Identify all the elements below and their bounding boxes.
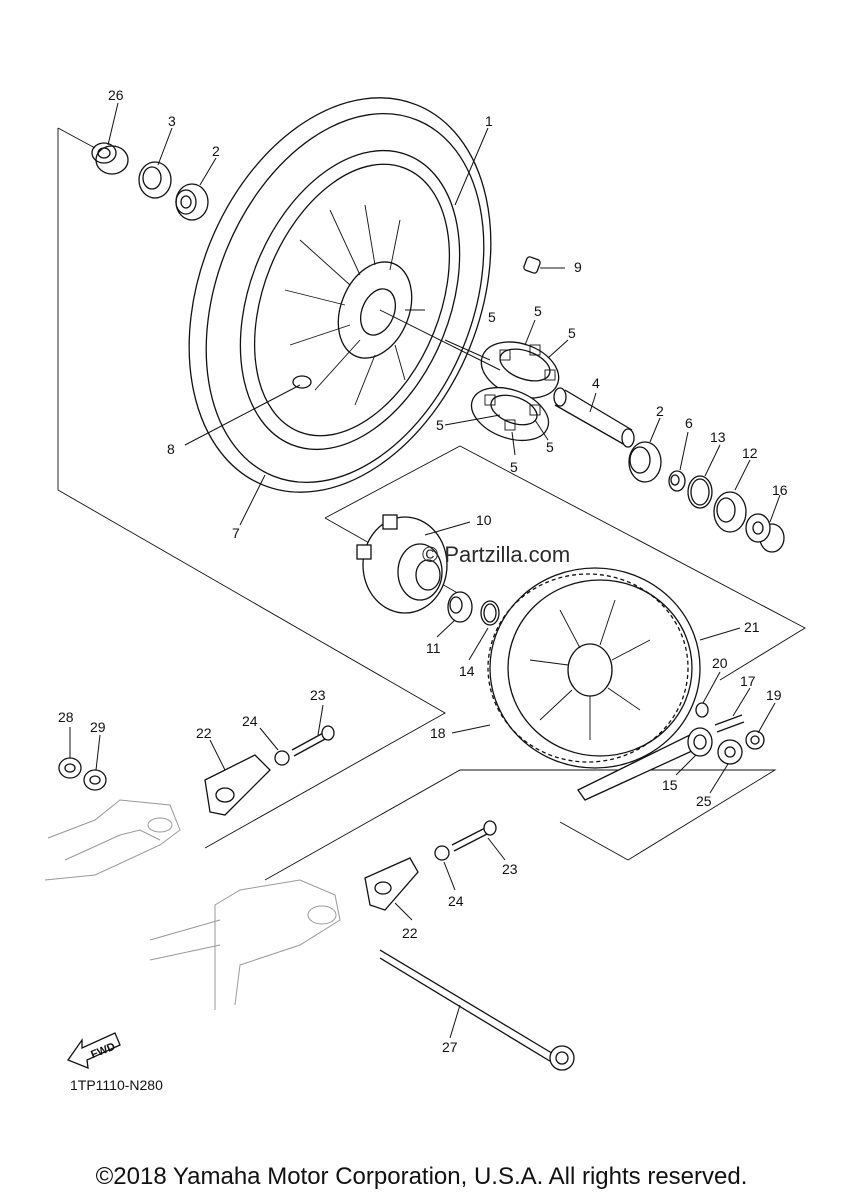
dampers-5[interactable] [464, 332, 566, 450]
nut-28[interactable] [58, 757, 82, 779]
callout-22: 22 [196, 725, 212, 741]
callout-4: 4 [592, 375, 600, 391]
callout-23: 23 [502, 861, 518, 877]
washer-29[interactable] [83, 769, 107, 791]
watermark: © Partzilla.com [422, 542, 570, 567]
callout-21: 21 [744, 619, 760, 635]
callout-6: 6 [685, 415, 693, 431]
callout-18: 18 [430, 725, 446, 741]
circlip-13[interactable] [687, 475, 713, 509]
spacer-6[interactable] [668, 470, 686, 492]
stud-17[interactable] [714, 714, 745, 733]
callout-16: 16 [772, 482, 788, 498]
callout-11: 11 [426, 640, 441, 656]
callout-7: 7 [232, 525, 240, 541]
callout-5: 5 [546, 439, 554, 455]
callout-5: 5 [568, 325, 576, 341]
callout-5: 5 [534, 303, 542, 319]
swingarm-left-ghost [44, 799, 181, 881]
bolt-23-upper[interactable] [291, 725, 335, 757]
callout-27: 27 [442, 1039, 458, 1055]
callout-26: 26 [108, 87, 124, 103]
callout-8: 8 [167, 441, 175, 457]
callout-24: 24 [242, 713, 258, 729]
fwd-arrow-icon: FWD [66, 1032, 121, 1070]
callout-17: 17 [740, 673, 756, 689]
bearing-2-right[interactable] [628, 441, 662, 483]
bolt-23-lower[interactable] [451, 820, 497, 852]
callout-10: 10 [476, 512, 492, 528]
callout-12: 12 [742, 445, 758, 461]
callout-15: 15 [662, 777, 678, 793]
bearing-11[interactable] [447, 591, 473, 623]
callout-29: 29 [90, 719, 106, 735]
callout-5: 5 [510, 459, 518, 475]
valve-9[interactable] [523, 256, 541, 274]
callout-22: 22 [402, 925, 418, 941]
callout-2: 2 [212, 143, 220, 159]
clutch-hub-10[interactable] [356, 514, 448, 614]
washer-20[interactable] [695, 702, 709, 718]
callout-5: 5 [436, 417, 444, 433]
callout-25: 25 [696, 793, 712, 809]
callout-20: 20 [712, 655, 728, 671]
axle-27[interactable] [379, 949, 575, 1071]
callout-19: 19 [766, 687, 782, 703]
copyright-footer: ©2018 Yamaha Motor Corporation, U.S.A. A… [95, 1163, 748, 1190]
swingarm-right-ghost [149, 879, 341, 1010]
bearing-15[interactable] [687, 727, 713, 757]
callout-13: 13 [710, 429, 726, 445]
callout-2: 2 [656, 403, 664, 419]
nut-24-upper[interactable] [274, 750, 290, 766]
parts-diagram: FWD © Partzilla.com 1TP1110-N280 1 2 2 3… [44, 52, 806, 1093]
oil-seal-3[interactable] [138, 161, 172, 199]
callout-1: 1 [485, 113, 493, 129]
callout-24: 24 [448, 893, 464, 909]
adjuster-plate-22-upper[interactable] [204, 754, 271, 816]
callout-3: 3 [168, 113, 176, 129]
rear-wheel-tire[interactable] [133, 52, 546, 537]
assembly-outline [57, 127, 806, 881]
collar-16[interactable] [745, 513, 785, 553]
adjuster-plate-22-lower[interactable] [364, 857, 419, 911]
callout-28: 28 [58, 709, 74, 725]
callout-labels: 1 2 2 3 4 5 5 5 5 5 5 6 7 8 9 10 11 12 1… [58, 87, 788, 1055]
callout-9: 9 [574, 259, 582, 275]
callout-14: 14 [459, 663, 475, 679]
leader-lines [69, 102, 781, 1039]
rear-pulley-21[interactable] [487, 567, 706, 801]
circlip-14[interactable] [480, 600, 500, 626]
nut-19[interactable] [745, 730, 765, 750]
bearing-2-left[interactable] [175, 183, 209, 221]
diagram-code: 1TP1110-N280 [70, 1077, 163, 1093]
spacer-4[interactable] [553, 387, 635, 448]
callout-23: 23 [310, 687, 326, 703]
collar-25[interactable] [717, 739, 743, 765]
collar-26[interactable] [91, 142, 129, 175]
nut-24-lower[interactable] [434, 845, 450, 861]
bearing-12[interactable] [713, 491, 747, 533]
callout-5: 5 [488, 309, 496, 325]
